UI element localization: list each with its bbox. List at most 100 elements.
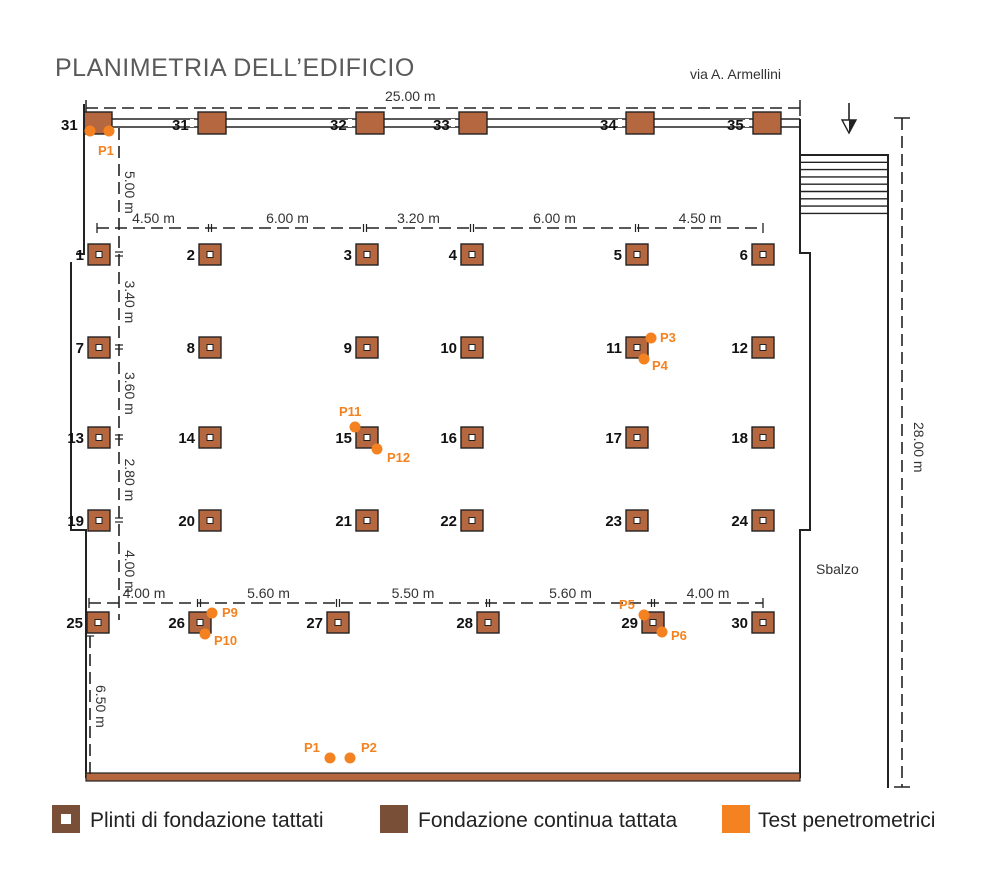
dimension-label: 4.50 m <box>132 210 175 226</box>
plinth-5: 5 <box>614 243 649 266</box>
legend: Plinti di fondazione tattati Fondazione … <box>52 805 935 833</box>
probe-p1: P1 <box>84 125 115 158</box>
svg-text:Fondazione continua tattata: Fondazione continua tattata <box>418 809 678 832</box>
plinth-label: 23 <box>605 513 622 530</box>
svg-text:28.00 m: 28.00 m <box>911 422 927 473</box>
plinth-15: 15 <box>335 426 379 449</box>
plinth-label: 5 <box>614 247 622 264</box>
plinth-label: 9 <box>344 340 352 357</box>
overhang-label: Sbalzo <box>816 561 859 577</box>
probe-swatch-icon <box>722 805 750 833</box>
continuous-foundation-block: 33 <box>433 111 488 135</box>
plinth-25: 25 <box>66 611 110 634</box>
probe-point-icon <box>344 752 356 764</box>
probe-point-icon <box>656 626 668 638</box>
plinth-1: 1 <box>76 243 111 266</box>
probe-label: P6 <box>671 628 687 643</box>
dimension-label: 3.60 m <box>122 372 138 415</box>
plinth-label: 11 <box>606 340 622 357</box>
dimension-label: 4.00 m <box>687 585 730 601</box>
plinth-2: 2 <box>187 243 222 266</box>
plinth-label: 2 <box>187 247 195 264</box>
plinth-16: 16 <box>440 426 484 449</box>
plinth-8: 8 <box>187 336 222 359</box>
continuous-foundation-block: 35 <box>727 111 782 135</box>
continuous-swatch-icon <box>380 805 408 833</box>
probe-label: P12 <box>387 450 410 465</box>
dimension-label: 5.00 m <box>122 171 138 214</box>
plinth-label: 3 <box>344 247 352 264</box>
plinth-label: 24 <box>731 513 748 530</box>
plinth-13: 13 <box>67 426 111 449</box>
probe-point-icon <box>199 628 211 640</box>
plinth-30: 30 <box>731 611 775 634</box>
probe-p9: P9 <box>206 605 238 620</box>
plinth-24: 24 <box>731 509 775 532</box>
plinth-label: 27 <box>306 615 323 632</box>
dimension-label: 4.00 m <box>122 550 138 593</box>
plinth-label: 15 <box>335 430 352 447</box>
probe-p5: P5 <box>619 597 650 621</box>
foundation-label: 34 <box>600 117 617 134</box>
dimension-label: 5.60 m <box>247 585 290 601</box>
plinth-17: 17 <box>605 426 649 449</box>
plinth-6: 6 <box>740 243 775 266</box>
bottom-continuous-foundation <box>85 772 801 782</box>
probe-point-icon <box>645 332 657 344</box>
probe-point-icon <box>103 125 115 137</box>
plinth-10: 10 <box>440 336 484 359</box>
probe-point-icon <box>371 443 383 455</box>
plinth-label: 29 <box>621 615 638 632</box>
probe-p12: P12 <box>371 443 410 465</box>
total-width-dimension: 25.00 m <box>85 88 801 116</box>
plinth-11: 11 <box>606 336 649 359</box>
plinth-9: 9 <box>344 336 379 359</box>
probe-label: P5 <box>619 597 635 612</box>
plinth-label: 6 <box>740 247 748 264</box>
entrance-arrow-icon <box>840 103 858 135</box>
plinth-label: 20 <box>178 513 195 530</box>
dimension-label: 5.60 m <box>549 585 592 601</box>
probe-p3: P3 <box>645 330 676 345</box>
foundation-label: 35 <box>727 117 744 134</box>
plinth-label: 1 <box>76 247 84 264</box>
plinth-label: 26 <box>168 615 185 632</box>
plinth-20: 20 <box>178 509 222 532</box>
dimension-label: 5.50 m <box>392 585 435 601</box>
building-outline-left <box>76 104 85 255</box>
staircase <box>800 154 889 788</box>
foundation-label: 31 <box>172 117 189 134</box>
probe-label: P3 <box>660 330 676 345</box>
probe-label: P2 <box>361 740 377 755</box>
plinth-27: 27 <box>306 611 350 634</box>
dimension-label: 2.80 m <box>122 459 138 502</box>
legend-item-probe: Test penetrometrici <box>722 805 935 833</box>
continuous-foundation-block: 31 <box>172 111 227 135</box>
probe-label: P1 <box>304 740 320 755</box>
page-title: PLANIMETRIA DELL’EDIFICIO <box>55 54 415 82</box>
svg-text:Plinti di fondazione tattati: Plinti di fondazione tattati <box>90 809 323 832</box>
plinth-28: 28 <box>456 611 500 634</box>
svg-text:25.00 m: 25.00 m <box>385 88 436 104</box>
plinth-label: 28 <box>456 615 473 632</box>
total-depth-dimension: 28.00 m <box>894 117 927 788</box>
plinth-label: 22 <box>440 513 457 530</box>
plinth-23: 23 <box>605 509 649 532</box>
continuous-foundation-block: 32 <box>330 111 385 135</box>
dimension-label: 3.40 m <box>122 281 138 324</box>
plinth-3: 3 <box>344 243 379 266</box>
plinth-7: 7 <box>76 336 111 359</box>
plinth-18: 18 <box>731 426 775 449</box>
plinth-label: 8 <box>187 340 195 357</box>
probe-label: P10 <box>214 633 237 648</box>
probe-point-icon <box>638 609 650 621</box>
dimension-label: 4.00 m <box>123 585 166 601</box>
continuous-foundation-block: 34 <box>600 111 655 135</box>
probe-p2: P2 <box>344 740 377 764</box>
legend-item-continuous: Fondazione continua tattata <box>380 805 678 833</box>
plinth-label: 30 <box>731 615 748 632</box>
plinth-label: 4 <box>449 247 458 264</box>
dimension-label: 4.50 m <box>679 210 722 226</box>
probe-label: P1 <box>98 143 114 158</box>
